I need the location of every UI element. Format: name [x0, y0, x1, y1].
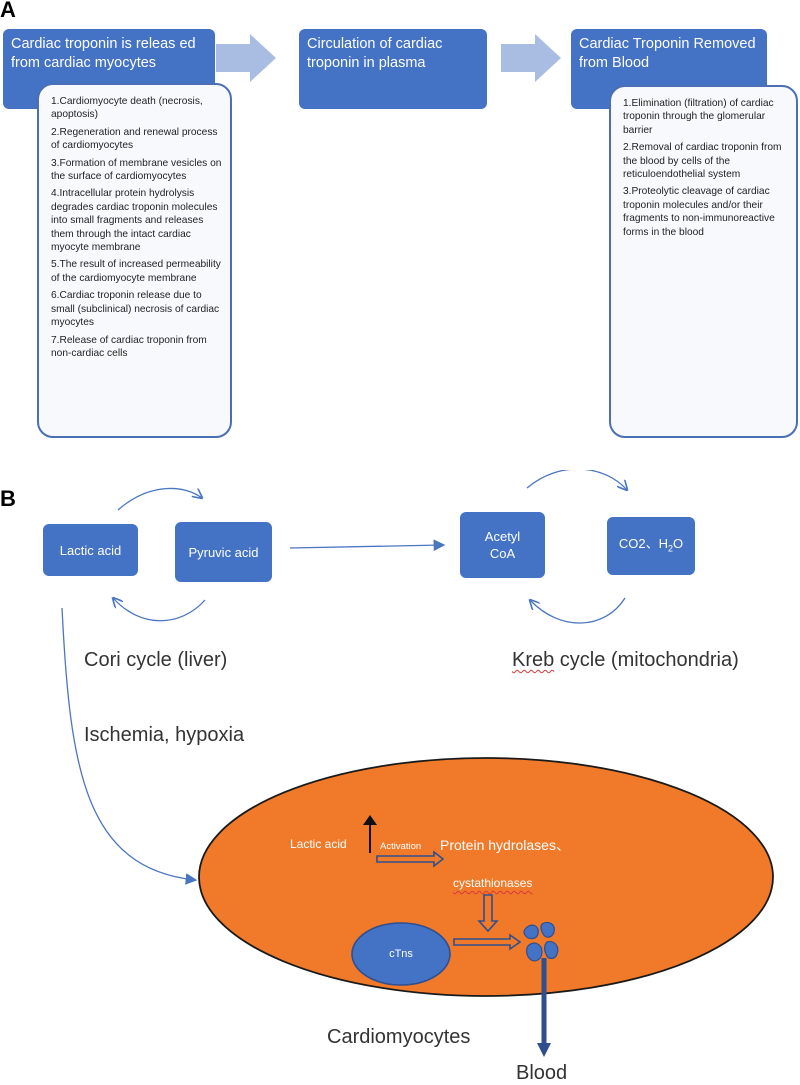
- cell-arrows: [376, 850, 551, 1057]
- flow-arrow-2: [501, 34, 561, 82]
- co2-h2o-subscript: 2: [667, 543, 673, 554]
- panel-label-b: B: [0, 486, 16, 511]
- release-header-text: Cardiac troponin is releas ed from cardi…: [11, 36, 196, 71]
- cardiomyocyte-cell-shape: [198, 757, 774, 997]
- panel-label-a: A: [0, 0, 16, 22]
- cystathionases-label: cystathionases: [453, 876, 532, 890]
- pyruvic-acid-label: Pyruvic acid: [188, 544, 259, 560]
- ischemia-label: Ischemia, hypoxia: [84, 724, 245, 746]
- release-item: 2.Regeneration and renewal process of ca…: [51, 126, 218, 152]
- cardiomyocytes-label: Cardiomyocytes: [327, 1026, 471, 1048]
- removal-item: 3.Proteolytic cleavage of cardiac tropon…: [623, 186, 775, 238]
- blood-label: Blood: [516, 1062, 568, 1084]
- release-item: 4.Intracellular protein hydrolysis degra…: [51, 188, 218, 254]
- troponin-fragments-icon: [523, 921, 559, 962]
- lactic-acid-label: Lactic acid: [59, 542, 122, 558]
- removal-header-text: Cardiac Troponin Removed from Blood: [579, 36, 756, 71]
- pathway-arrows: [61, 470, 800, 885]
- ctns-nucleus-shape: [351, 922, 451, 986]
- co2-h2o-node: CO2、H2O: [607, 517, 695, 575]
- release-item: 6.Cardiac troponin release due to small …: [51, 290, 220, 329]
- kreb-rest: cycle (mitochondria): [554, 649, 739, 671]
- release-item: 5.The result of increased permeability o…: [51, 259, 221, 284]
- ctns-nucleus: cTns: [350, 921, 452, 987]
- acetyl-coa-label: Acetyl CoA: [484, 529, 521, 561]
- release-item: 7.Release of cardiac troponin from non-c…: [51, 334, 207, 359]
- lactic-acid-node: Lactic acid: [43, 524, 138, 576]
- cell-lactic-acid-label: Lactic acid: [290, 837, 347, 851]
- protein-hydrolases-label: Protein hydrolases、: [440, 837, 570, 853]
- release-mechanisms-box: 1.Cardiomyocyte death (necrosis, apoptos…: [37, 83, 232, 438]
- cystathionases-text: cystathionases: [453, 876, 533, 890]
- increase-up-arrow-icon: [363, 815, 377, 853]
- ctns-label: cTns: [389, 948, 413, 960]
- co2-h2o-prefix: CO2、H: [618, 535, 668, 551]
- cori-cycle-label: Cori cycle (liver): [84, 649, 228, 671]
- circulation-box: Circulation of cardiac troponin in plasm…: [299, 29, 487, 109]
- release-item: 3.Formation of membrane vesicles on the …: [51, 157, 222, 183]
- pyruvic-acid-node: Pyruvic acid: [175, 522, 272, 582]
- co2-h2o-suffix: O: [673, 535, 684, 551]
- removal-item: 2.Removal of cardiac troponin from the b…: [623, 142, 782, 181]
- release-item: 1.Cardiomyocyte death (necrosis, apoptos…: [51, 96, 203, 121]
- kreb-cycle-label: Kreb cycle (mitochondria): [512, 649, 739, 672]
- removal-mechanisms-box: 1.Elimination (filtration) of cardiac tr…: [609, 85, 798, 438]
- activation-label: Activation: [380, 841, 422, 852]
- kreb-word: Kreb: [512, 649, 555, 671]
- co2-h2o-label: CO2、H2O: [619, 535, 683, 558]
- acetyl-coa-node: Acetyl CoA: [460, 512, 545, 578]
- circulation-text: Circulation of cardiac troponin in plasm…: [307, 36, 443, 71]
- removal-item: 1.Elimination (filtration) of cardiac tr…: [623, 98, 774, 136]
- flow-arrow-1: [216, 34, 276, 82]
